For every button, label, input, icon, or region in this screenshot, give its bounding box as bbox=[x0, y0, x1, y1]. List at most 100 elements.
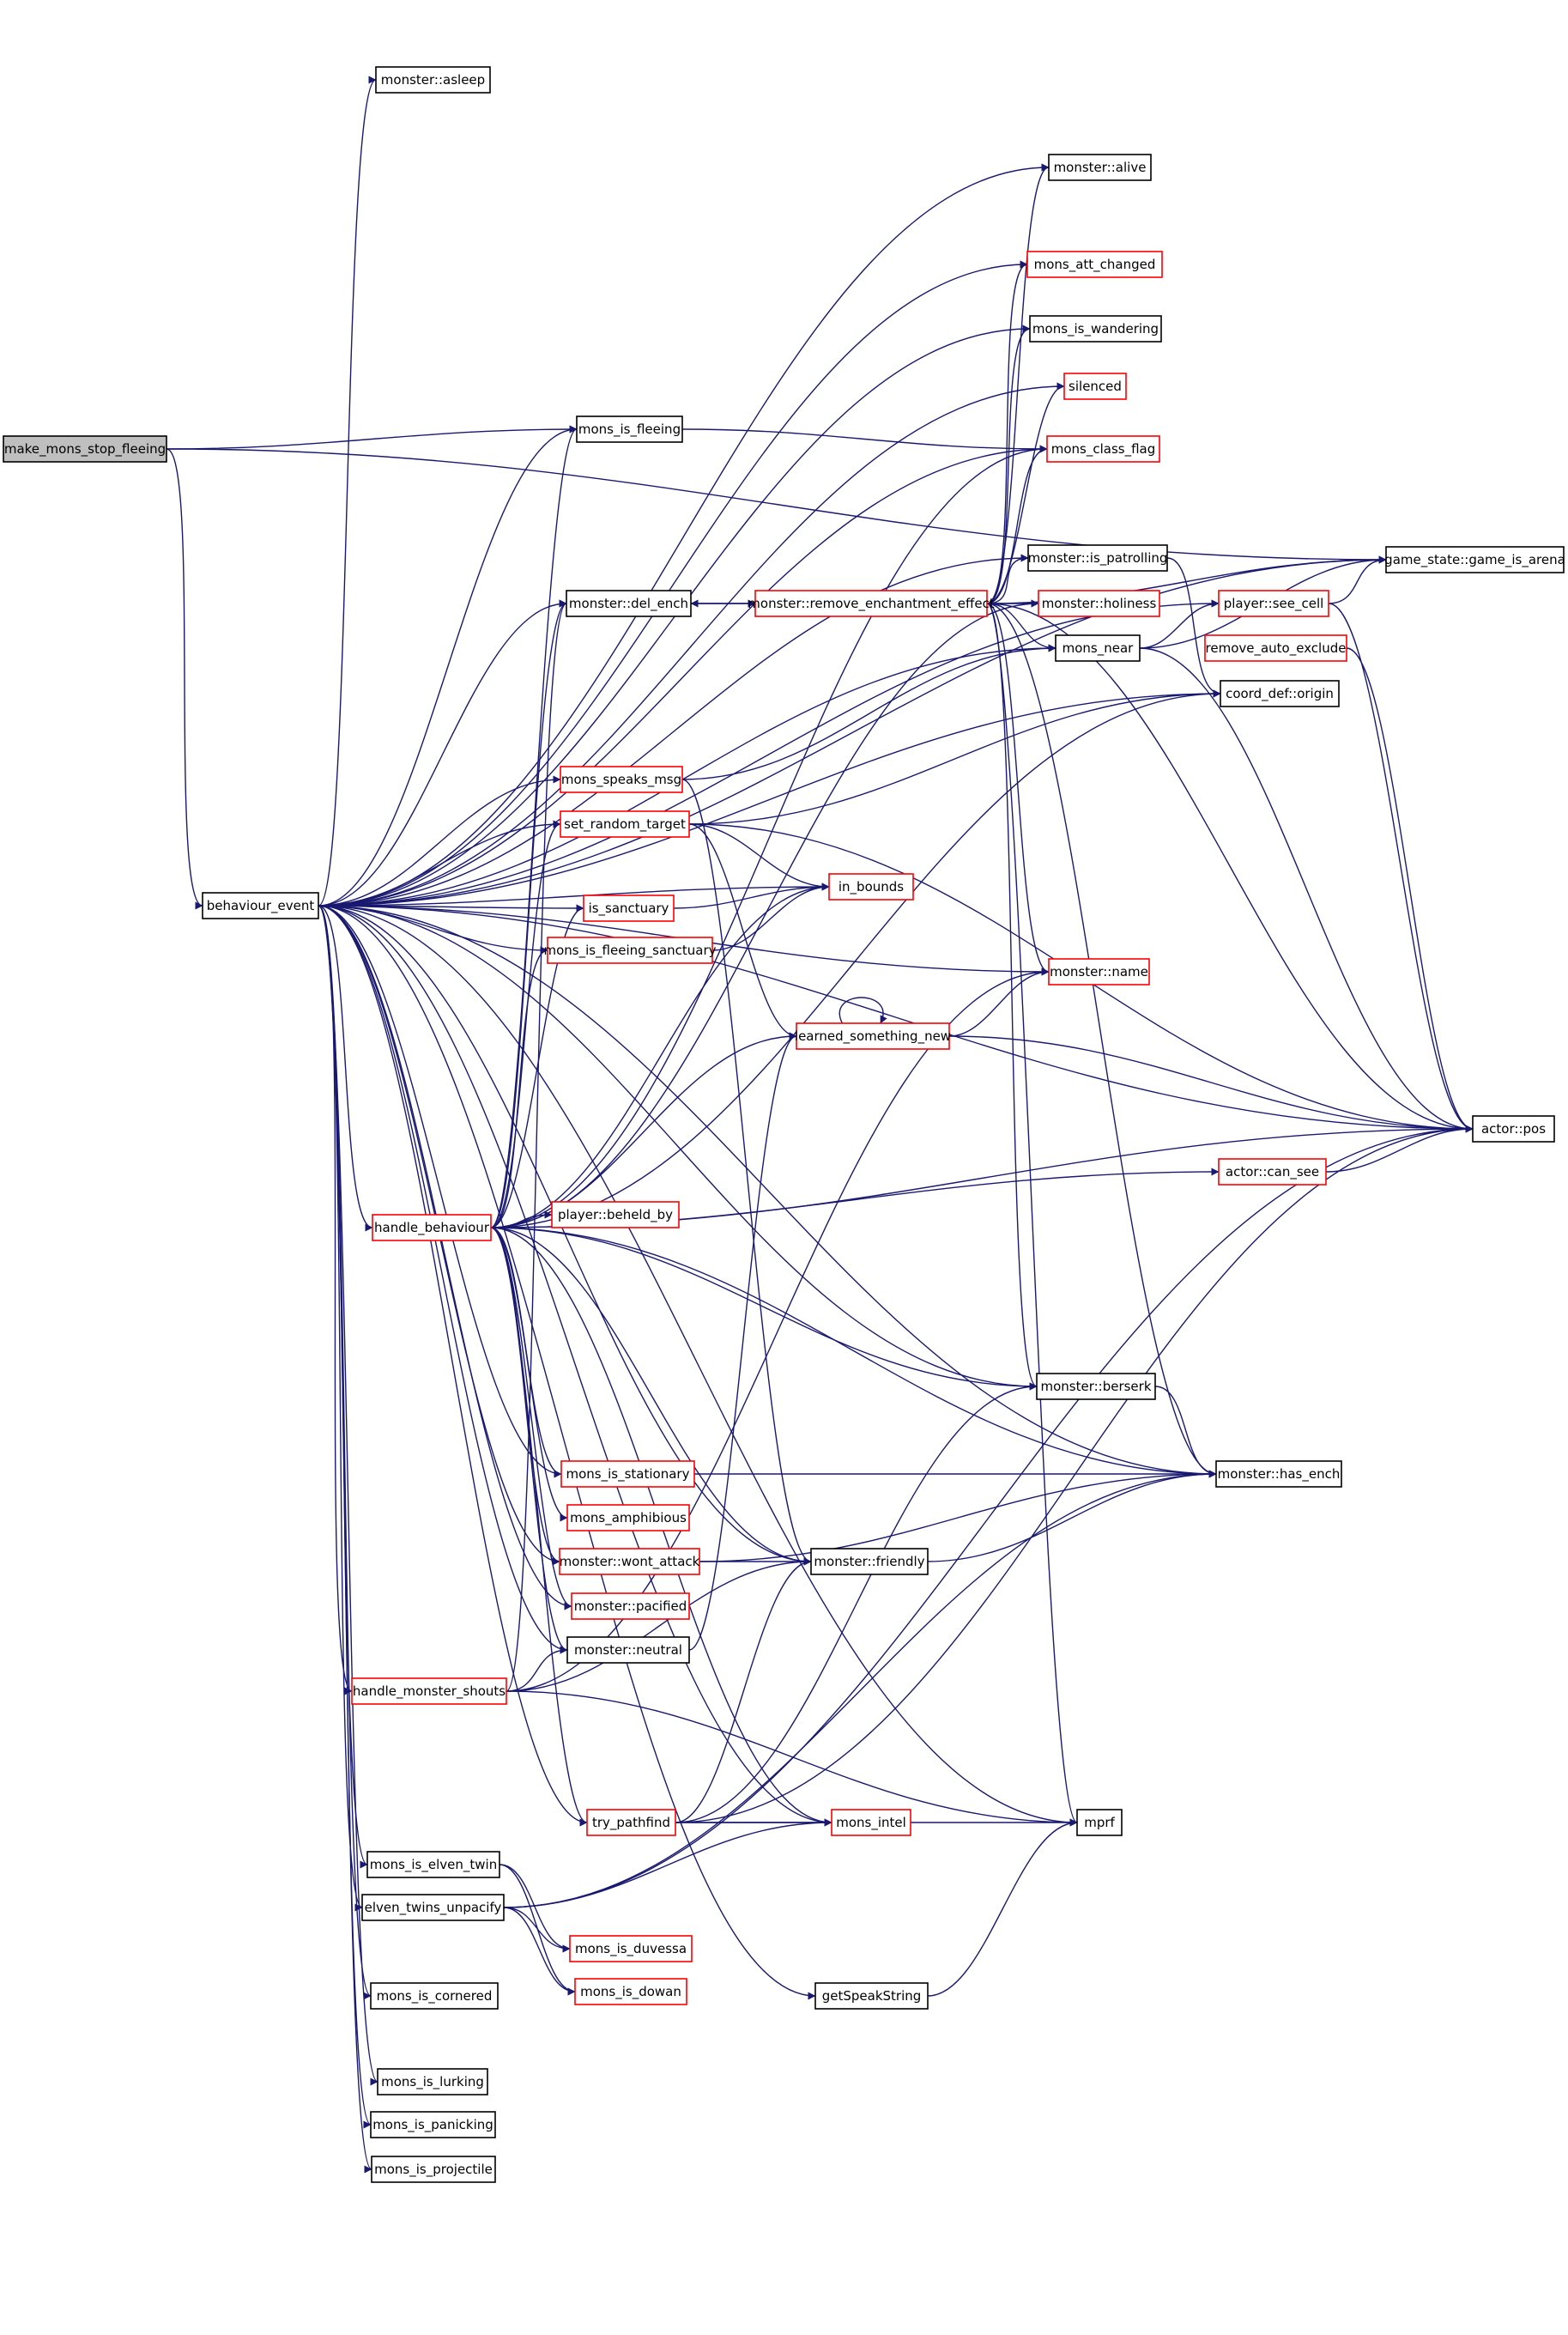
node-mons_intel[interactable]: mons_intel bbox=[831, 1809, 911, 1836]
node-box-mprf bbox=[1076, 1809, 1123, 1836]
node-monster_name[interactable]: monster::name bbox=[1048, 958, 1150, 986]
node-learned_something_new[interactable]: learned_something_new bbox=[795, 1022, 951, 1050]
node-mons_is_dowan[interactable]: mons_is_dowan bbox=[574, 1978, 687, 2005]
edge-mons_speaks_msg-to-mons_near bbox=[681, 644, 1056, 780]
node-handle_behaviour[interactable]: handle_behaviour bbox=[372, 1214, 492, 1241]
node-in_bounds[interactable]: in_bounds bbox=[828, 873, 914, 901]
node-mons_near[interactable]: mons_near bbox=[1055, 634, 1141, 662]
node-is_sanctuary[interactable]: is_sanctuary bbox=[583, 895, 675, 922]
node-mons_speaks_msg[interactable]: mons_speaks_msg bbox=[560, 766, 683, 793]
node-monster_berserk[interactable]: monster::berserk bbox=[1036, 1373, 1156, 1400]
node-mons_is_cornered[interactable]: mons_is_cornered bbox=[370, 1982, 499, 2010]
node-mons_is_elven_twin[interactable]: mons_is_elven_twin bbox=[366, 1851, 500, 1878]
node-monster_has_ench[interactable]: monster::has_ench bbox=[1215, 1460, 1342, 1488]
edge-mons_speaks_msg-to-monster_friendly bbox=[681, 779, 812, 1566]
node-label-mons_is_cornered: mons_is_cornered bbox=[377, 1988, 493, 2004]
node-monster_holiness[interactable]: monster::holiness bbox=[1038, 590, 1160, 617]
node-box-learned_something_new bbox=[796, 1022, 950, 1050]
edge-handle_monster_shouts-to-monster_neutral bbox=[506, 1646, 568, 1692]
edge-handle_behaviour-to-mons_is_fleeing_sanctuary bbox=[490, 946, 548, 1228]
edge-set_random_target-to-learned_something_new bbox=[688, 823, 797, 1040]
node-remove_auto_exclude[interactable]: remove_auto_exclude bbox=[1204, 634, 1347, 662]
node-behaviour_event[interactable]: behaviour_event bbox=[202, 892, 319, 919]
edge-player_see_cell-to-game_state_game_is_arena bbox=[1328, 555, 1387, 604]
edge-monster_friendly-to-monster_has_ench bbox=[927, 1470, 1217, 1562]
node-label-silenced: silenced bbox=[1069, 379, 1122, 394]
edge-behaviour_event-to-set_random_target bbox=[318, 820, 561, 907]
node-monster_neutral[interactable]: monster::neutral bbox=[566, 1636, 690, 1664]
node-handle_monster_shouts[interactable]: handle_monster_shouts bbox=[351, 1677, 507, 1705]
node-box-game_state_game_is_arena bbox=[1385, 546, 1565, 573]
node-silenced[interactable]: silenced bbox=[1063, 373, 1127, 400]
node-mons_is_fleeing[interactable]: mons_is_fleeing bbox=[576, 415, 683, 443]
node-player_beheld_by[interactable]: player::beheld_by bbox=[551, 1201, 680, 1228]
node-getSpeakString[interactable]: getSpeakString bbox=[814, 1982, 929, 2010]
node-monster_pacified[interactable]: monster::pacified bbox=[571, 1592, 690, 1620]
node-mons_is_duvessa[interactable]: mons_is_duvessa bbox=[569, 1935, 693, 1962]
node-box-mons_is_panicking bbox=[370, 2111, 496, 2138]
node-label-handle_monster_shouts: handle_monster_shouts bbox=[353, 1683, 506, 1700]
node-monster_asleep[interactable]: monster::asleep bbox=[375, 66, 491, 94]
node-box-monster_name bbox=[1048, 958, 1150, 986]
edge-behaviour_event-to-mons_is_fleeing bbox=[318, 425, 578, 907]
edge-behaviour_event-to-mons_near bbox=[318, 644, 1056, 907]
node-label-monster_wont_attack: monster::wont_attack bbox=[560, 1554, 700, 1570]
node-monster_alive[interactable]: monster::alive bbox=[1048, 154, 1152, 181]
node-mons_att_changed[interactable]: mons_att_changed bbox=[1026, 251, 1163, 278]
node-player_see_cell[interactable]: player::see_cell bbox=[1218, 590, 1329, 617]
node-mons_is_wandering[interactable]: mons_is_wandering bbox=[1029, 315, 1162, 343]
edge-is_sanctuary-to-in_bounds bbox=[673, 882, 830, 909]
node-label-monster_berserk: monster::berserk bbox=[1040, 1379, 1151, 1394]
edge-handle_behaviour-to-set_random_target bbox=[490, 820, 561, 1228]
node-make_mons_stop_fleeing[interactable]: make_mons_stop_fleeing bbox=[3, 435, 167, 463]
edge-elven_twins_unpacify-to-mons_is_duvessa bbox=[503, 1907, 571, 1953]
node-monster_remove_enchantment_effect[interactable]: monster::remove_enchantment_effect bbox=[748, 590, 995, 617]
node-box-player_see_cell bbox=[1218, 590, 1329, 617]
edge-behaviour_event-to-monster_asleep bbox=[318, 76, 377, 907]
edge-make_mons_stop_fleeing-to-mons_is_fleeing bbox=[166, 425, 578, 450]
node-box-monster_remove_enchantment_effect bbox=[754, 590, 988, 617]
edge-behaviour_event-to-getSpeakString bbox=[318, 905, 816, 2000]
node-box-mons_is_elven_twin bbox=[366, 1851, 500, 1878]
edge-monster_berserk-to-monster_has_ench bbox=[1154, 1386, 1217, 1478]
node-box-behaviour_event bbox=[202, 892, 319, 919]
node-actor_can_see[interactable]: actor::can_see bbox=[1218, 1158, 1327, 1186]
node-mons_class_flag[interactable]: mons_class_flag bbox=[1046, 435, 1160, 463]
edge-monster_wont_attack-to-monster_has_ench bbox=[699, 1470, 1217, 1562]
node-label-game_state_game_is_arena: game_state::game_is_arena bbox=[1384, 552, 1565, 568]
node-mons_is_panicking[interactable]: mons_is_panicking bbox=[370, 2111, 496, 2138]
node-mons_is_stationary[interactable]: mons_is_stationary bbox=[560, 1460, 695, 1488]
edge-elven_twins_unpacify-to-monster_has_ench bbox=[503, 1470, 1217, 1908]
node-game_state_game_is_arena[interactable]: game_state::game_is_arena bbox=[1384, 546, 1565, 573]
node-elven_twins_unpacify[interactable]: elven_twins_unpacify bbox=[361, 1894, 505, 1921]
node-label-handle_behaviour: handle_behaviour bbox=[374, 1220, 490, 1236]
node-box-set_random_target bbox=[560, 810, 690, 838]
edge-layer bbox=[166, 76, 1474, 2174]
node-box-mons_is_fleeing_sanctuary bbox=[547, 937, 713, 964]
node-actor_pos[interactable]: actor::pos bbox=[1472, 1115, 1555, 1143]
node-label-mons_is_lurking: mons_is_lurking bbox=[381, 2074, 484, 2090]
node-mprf[interactable]: mprf bbox=[1076, 1809, 1123, 1836]
node-monster_wont_attack[interactable]: monster::wont_attack bbox=[559, 1548, 700, 1575]
node-set_random_target[interactable]: set_random_target bbox=[560, 810, 690, 838]
node-label-mons_is_wandering: mons_is_wandering bbox=[1032, 321, 1159, 337]
node-box-mons_is_lurking bbox=[377, 2068, 488, 2095]
node-mons_is_projectile[interactable]: mons_is_projectile bbox=[371, 2156, 496, 2183]
edge-handle_behaviour-to-in_bounds bbox=[490, 882, 830, 1228]
node-mons_is_lurking[interactable]: mons_is_lurking bbox=[377, 2068, 488, 2095]
node-box-mons_is_projectile bbox=[371, 2156, 496, 2183]
edge-monster_is_patrolling-to-coord_def_origin bbox=[1166, 557, 1221, 698]
edge-behaviour_event-to-handle_behaviour bbox=[318, 905, 373, 1232]
node-label-mons_class_flag: mons_class_flag bbox=[1051, 441, 1156, 458]
node-mons_amphibious[interactable]: mons_amphibious bbox=[566, 1504, 690, 1531]
node-try_pathfind[interactable]: try_pathfind bbox=[586, 1809, 676, 1836]
node-mons_is_fleeing_sanctuary[interactable]: mons_is_fleeing_sanctuary bbox=[543, 937, 717, 964]
node-label-monster_has_ench: monster::has_ench bbox=[1218, 1466, 1341, 1483]
edge-set_random_target-to-coord_def_origin bbox=[688, 689, 1221, 825]
node-monster_is_patrolling[interactable]: monster::is_patrolling bbox=[1027, 544, 1168, 572]
node-box-monster_holiness bbox=[1038, 590, 1160, 617]
node-monster_del_ench[interactable]: monster::del_ench bbox=[566, 590, 692, 617]
node-monster_friendly[interactable]: monster::friendly bbox=[810, 1548, 929, 1575]
node-coord_def_origin[interactable]: coord_def::origin bbox=[1220, 680, 1340, 707]
node-box-monster_del_ench bbox=[566, 590, 692, 617]
